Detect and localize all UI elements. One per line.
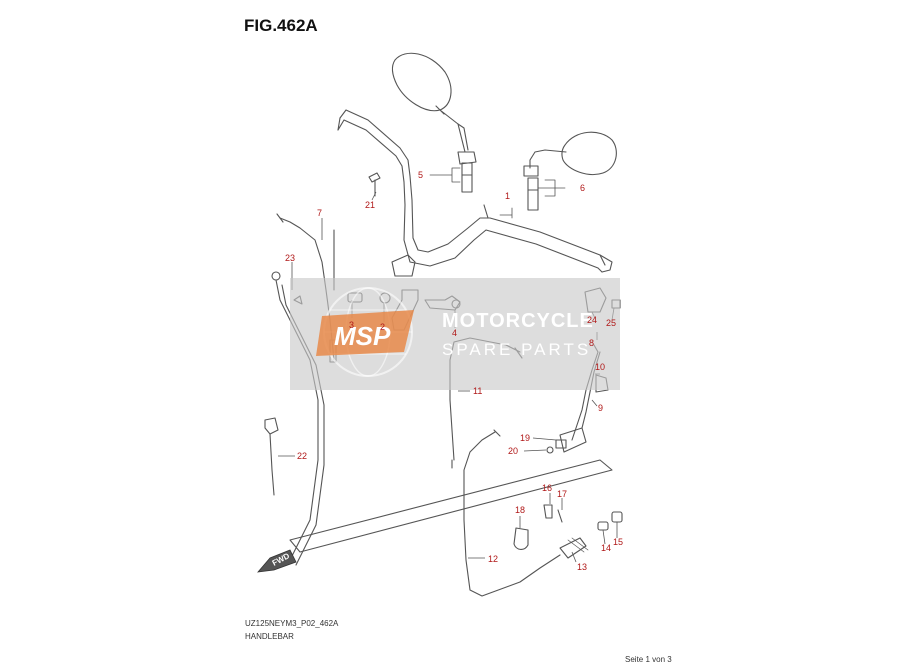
fwd-arrow-icon: FWD — [257, 549, 297, 573]
cable-12 — [463, 429, 561, 597]
part-label-3: 3 — [349, 320, 354, 330]
section-name: HANDLEBAR — [245, 632, 294, 641]
part-label-23: 23 — [285, 253, 295, 263]
watermark-logo-badge — [316, 310, 414, 356]
part-label-25: 25 — [606, 318, 616, 328]
cable-guide-22 — [264, 417, 279, 496]
part-label-9: 9 — [598, 403, 603, 413]
screw-21 — [368, 172, 381, 197]
part-label-11: 11 — [473, 386, 482, 396]
part-label-6: 6 — [580, 183, 585, 193]
part-label-10: 10 — [595, 362, 605, 372]
part-label-4: 4 — [452, 328, 457, 338]
part-label-18: 18 — [515, 505, 525, 515]
part-label-19: 19 — [520, 433, 530, 443]
clip-18 — [513, 527, 529, 550]
part-label-8: 8 — [589, 338, 594, 348]
part-label-13: 13 — [577, 562, 587, 572]
small-parts-14-15 — [597, 511, 623, 531]
cable-adjuster-13 — [559, 537, 589, 559]
page-info: Seite 1 von 3 — [625, 655, 672, 664]
part-label-16: 16 — [542, 483, 552, 493]
figure-title: FIG.462A — [244, 16, 318, 35]
part-label-2: 2 — [380, 322, 385, 332]
right-mirror — [523, 131, 617, 177]
model-code: UZ125NEYM3_P02_462A — [245, 619, 339, 628]
part-label-21: 21 — [365, 200, 375, 210]
part-label-12: 12 — [488, 554, 498, 564]
part-label-15: 15 — [613, 537, 623, 547]
watermark-line1: MOTORCYCLE — [442, 310, 594, 332]
part-label-22: 22 — [297, 451, 307, 461]
part-label-20: 20 — [508, 446, 518, 456]
mirror-adapter-right — [527, 177, 539, 211]
part-label-5: 5 — [418, 170, 423, 180]
left-mirror — [392, 52, 477, 165]
watermark-logo-text: MSP — [334, 321, 391, 351]
bracket-16-17 — [543, 504, 563, 523]
mirror-adapter-left — [461, 162, 473, 193]
watermark-line2: SPARE PARTS — [442, 340, 591, 359]
part-label-7: 7 — [317, 208, 322, 218]
part-label-1: 1 — [505, 191, 510, 201]
part-label-17: 17 — [557, 489, 567, 499]
part-label-24: 24 — [587, 315, 597, 325]
handlebar — [337, 109, 613, 277]
part-label-14: 14 — [601, 543, 611, 553]
watermark: MSP MOTORCYCLE SPARE PARTS — [290, 278, 620, 390]
part-labels: 1 2 3 4 5 6 7 8 9 10 11 12 13 14 15 16 1… — [285, 170, 623, 572]
